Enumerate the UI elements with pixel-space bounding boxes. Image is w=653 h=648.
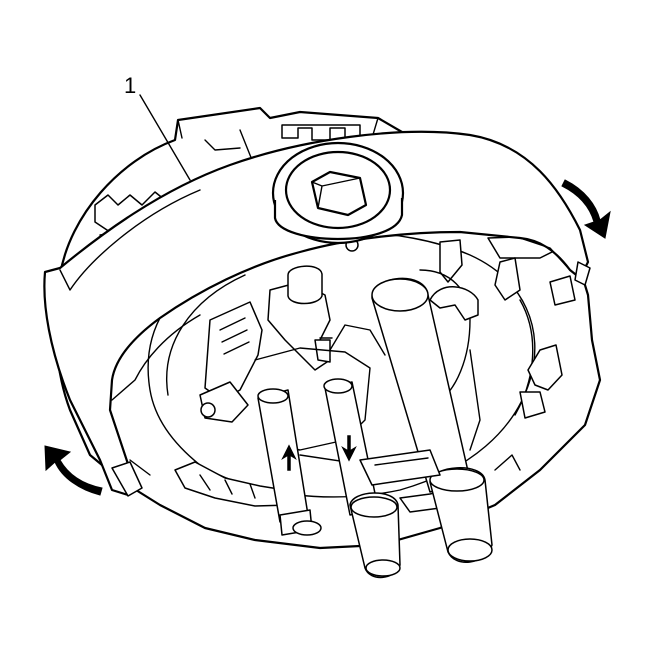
handle-slots bbox=[419, 269, 481, 451]
internal-mechanism bbox=[199, 265, 401, 471]
pin-rod-right bbox=[371, 277, 493, 563]
pin-rod-left bbox=[257, 388, 322, 536]
callout-label: 1 bbox=[124, 73, 136, 98]
spanner-tool bbox=[43, 130, 591, 497]
callout-1: 1 bbox=[124, 73, 191, 181]
arrow-up-icon bbox=[281, 444, 297, 471]
rotate-clockwise-arrow-icon bbox=[561, 179, 611, 239]
arrow-down-icon bbox=[341, 435, 357, 462]
pin-rod-middle bbox=[323, 378, 401, 579]
rod-bracket bbox=[359, 449, 441, 486]
socket-nut bbox=[271, 141, 405, 245]
rotate-counterclockwise-arrow-icon bbox=[44, 445, 103, 496]
